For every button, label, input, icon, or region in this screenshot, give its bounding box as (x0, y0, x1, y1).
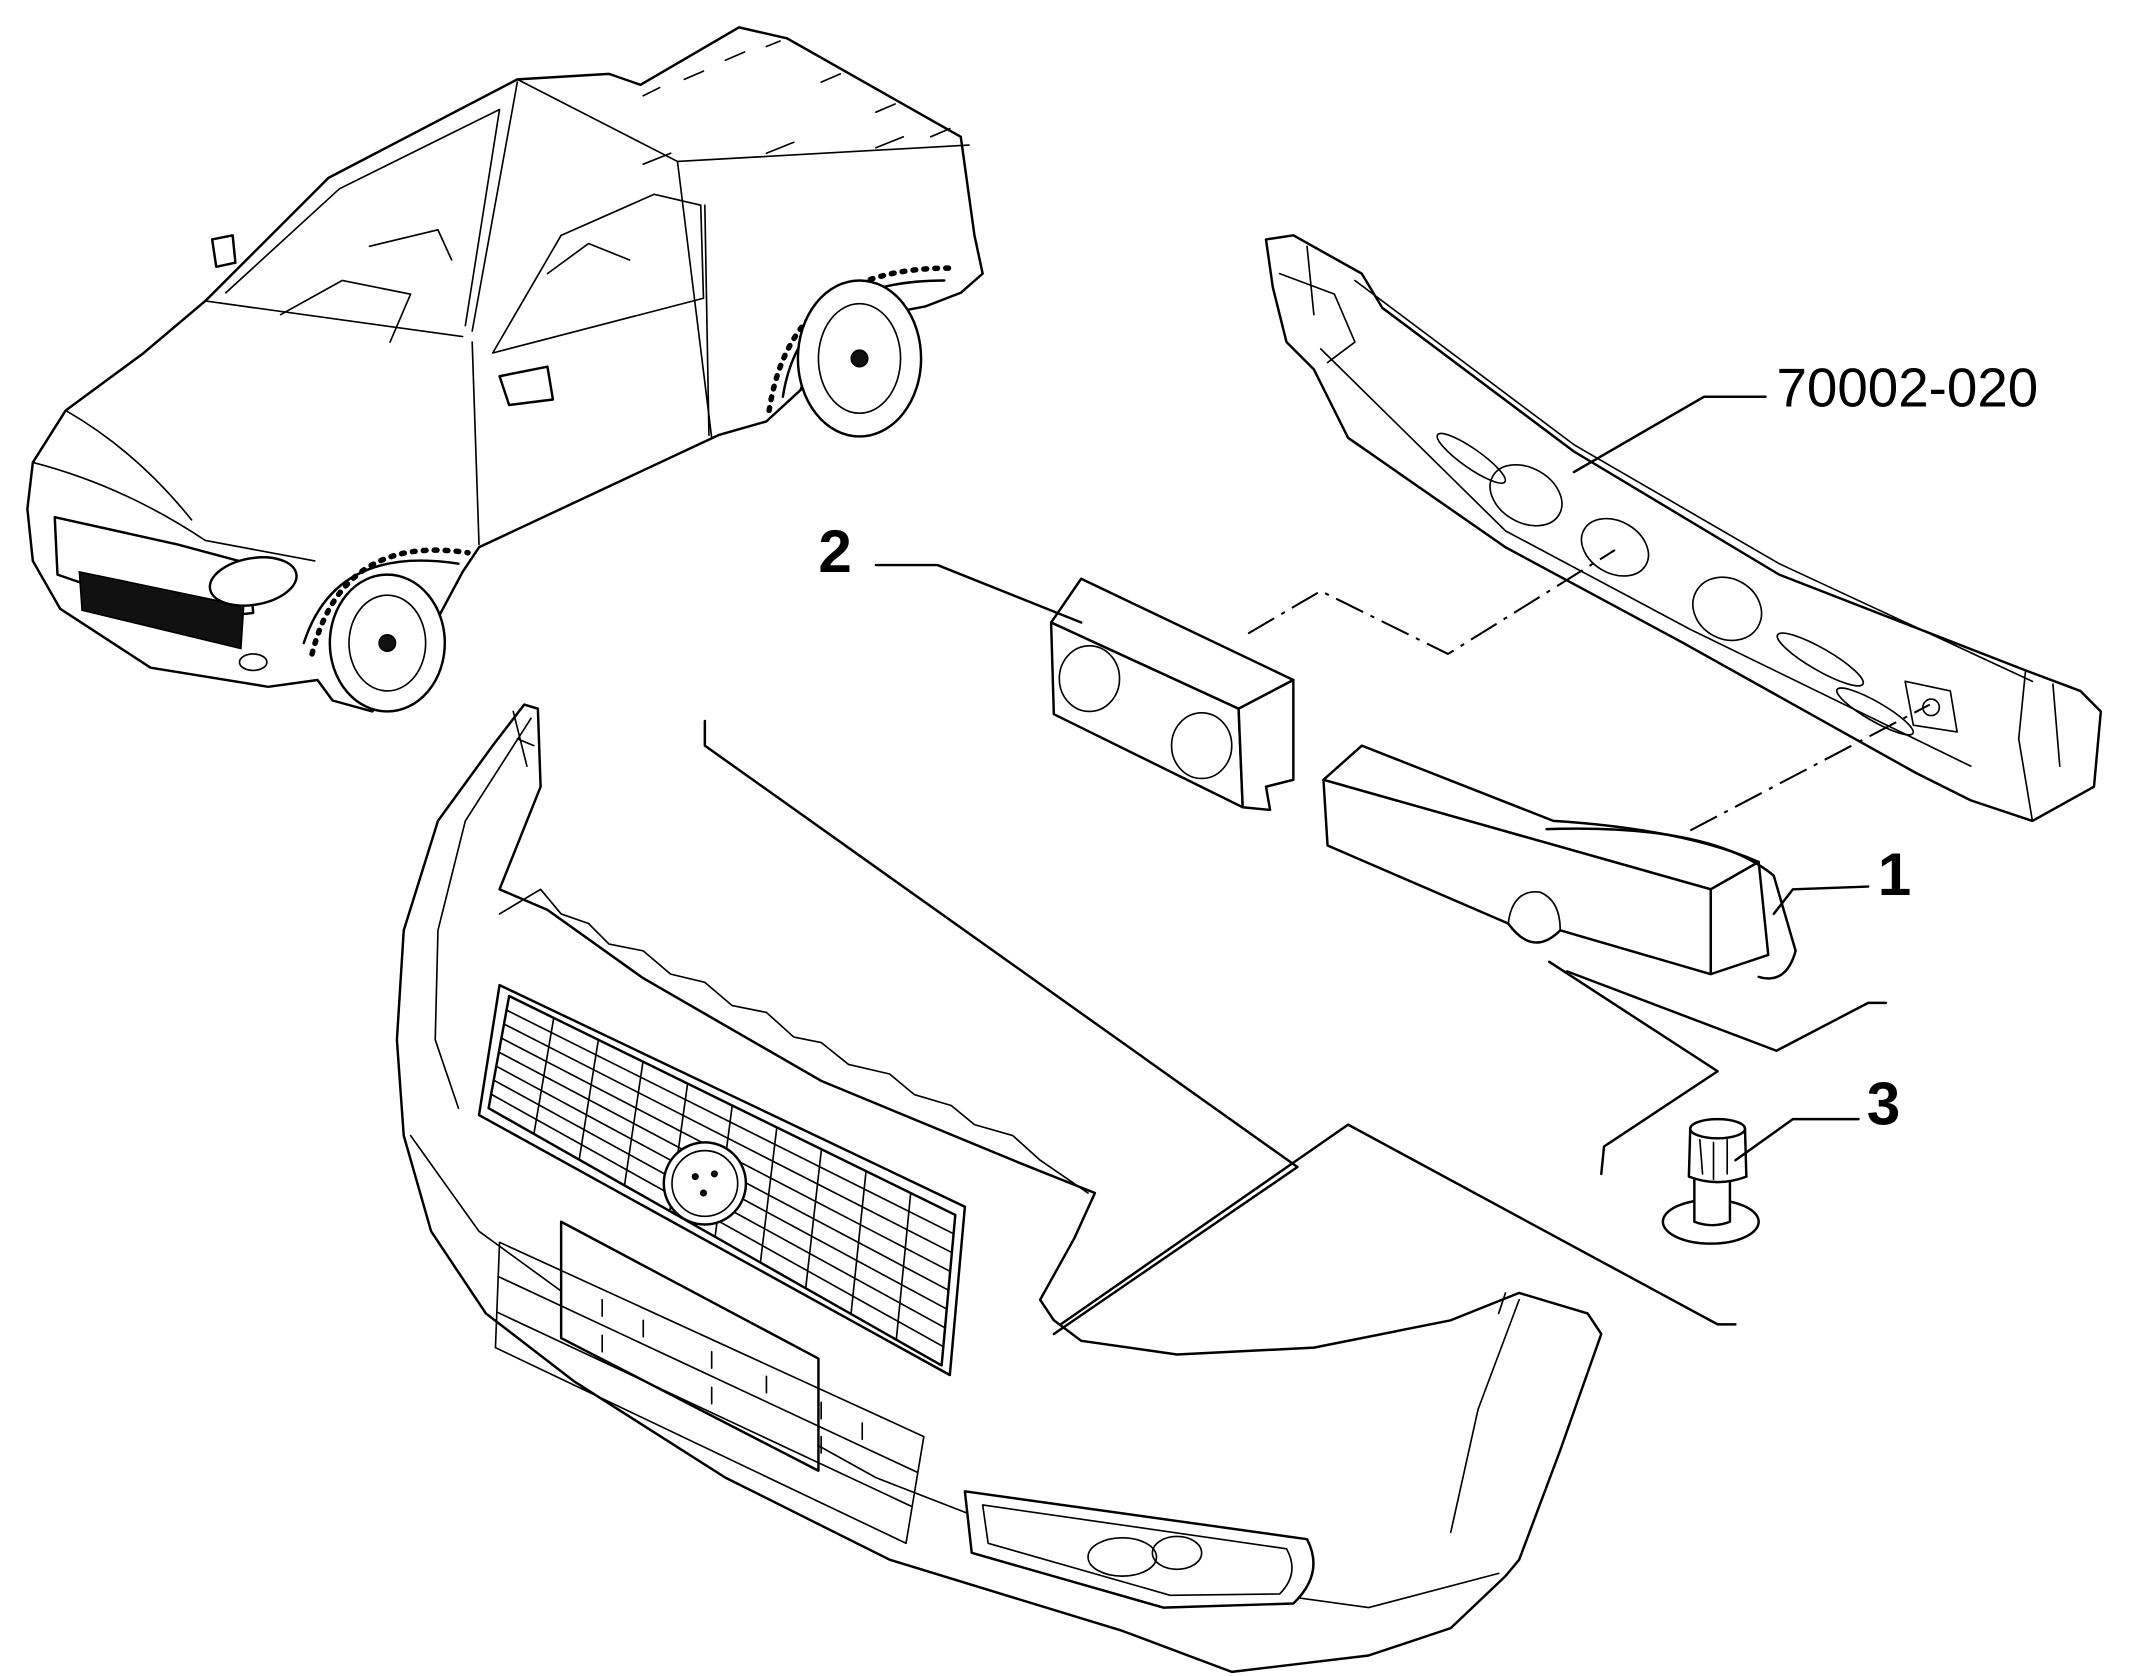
vehicle-front-wheel-arch (302, 559, 460, 645)
front-bumper (395, 703, 1603, 1674)
callout-3-label: 3 (1867, 1071, 1900, 1138)
bumper-beam-right-bracket (2017, 669, 2061, 822)
front-bumper-right-wing (1449, 1292, 1520, 1534)
vehicle-headlight (208, 556, 298, 607)
vehicle-front-wheel (328, 573, 447, 713)
vehicle-interior (279, 229, 631, 343)
part-1-end-face (1709, 860, 1770, 976)
bumper-beam-mount-plate (1904, 680, 1958, 733)
part-2-block (1049, 577, 1295, 812)
bumper-beam-upper-rib (1354, 279, 2034, 683)
vehicle-left-mirror (210, 234, 237, 269)
part-2-hole-left (1058, 644, 1121, 713)
vehicle-roof-edge (516, 78, 679, 163)
leader-line-bumper-b (1059, 1123, 1737, 1326)
bumper-beam-slot-2 (1776, 632, 1865, 687)
front-bumper-lower-intake (494, 1241, 925, 1545)
leader-line-clip-a (1548, 960, 1719, 1176)
part-1-notch (1507, 891, 1562, 932)
part-2-hole-right (1170, 711, 1233, 780)
callout-2-label: 2 (818, 518, 851, 585)
part-1-bar (1322, 744, 1797, 980)
vehicle-tonneau-ribs (642, 40, 951, 166)
leader-line-part-number (1572, 395, 1767, 474)
leader-line-clip-b (1565, 970, 1888, 1052)
part-3-clip-stem (1693, 1168, 1732, 1227)
bumper-beam (1264, 234, 2103, 823)
bumper-beam-outline (1264, 234, 2103, 823)
fog-lamp (963, 1490, 1315, 1609)
assembly-line-part-1 (1689, 703, 1931, 832)
vehicle-hood-crease (64, 409, 193, 521)
front-bumper-left-wing-edge (512, 710, 535, 767)
front-bumper-lower-edge (409, 1134, 1500, 1609)
part-number-label: 70002-020 (1776, 356, 2038, 418)
front-bumper-outline (395, 703, 1603, 1674)
bumper-beam-lower-rib (1319, 348, 1972, 767)
bumper-beam-slot-1 (1436, 432, 1507, 484)
vehicle-front-bumper-highlight (78, 570, 245, 650)
vehicle-fog-light (238, 653, 268, 672)
front-bumper-left-wing-inner (434, 717, 532, 1110)
part-3-clip-top (1687, 1127, 1748, 1184)
part-1-seal-outline (1545, 827, 1797, 980)
bumper-beam-hole-1 (1489, 463, 1563, 527)
vehicle-illustration (26, 26, 984, 713)
leader-line-callout-3 (1734, 1117, 1860, 1162)
license-plate-area (559, 1220, 820, 1473)
part-2-side-face (1237, 678, 1295, 812)
bumper-beam-left-bracket (1278, 245, 1356, 364)
bumper-beam-hole-2 (1580, 517, 1650, 577)
vehicle-bed-top (676, 144, 970, 163)
brand-logo-badge (662, 1141, 748, 1226)
leader-line-bumper-a (703, 719, 1299, 1336)
vehicle-cab-rear (676, 160, 713, 439)
vehicle-rear-wheel (796, 279, 923, 438)
part-3-clip (1661, 1117, 1760, 1245)
front-bumper-upper-trim (498, 888, 1089, 1194)
leader-line-callout-2 (874, 563, 1083, 624)
bumper-beam-slot-3 (1835, 687, 1915, 736)
vehicle-hood-line (204, 300, 464, 338)
assembly-line-part-2 (1247, 549, 1616, 656)
bumper-beam-hole-3 (1692, 576, 1763, 642)
part-3-clip-fins (1699, 1138, 1729, 1181)
vehicle-front-arch-studs (309, 547, 471, 657)
leader-line-callout-1 (1772, 885, 1870, 916)
vehicle-windshield (225, 108, 501, 327)
vehicle-side-mirror (498, 365, 555, 407)
callout-1-label: 1 (1878, 841, 1911, 908)
vehicle-hood-front (32, 461, 316, 562)
part-3-clip-cap (1689, 1117, 1747, 1140)
vehicle-a-pillar (471, 81, 519, 332)
vehicle-side-window (491, 193, 705, 354)
vehicle-door-line (471, 204, 710, 546)
